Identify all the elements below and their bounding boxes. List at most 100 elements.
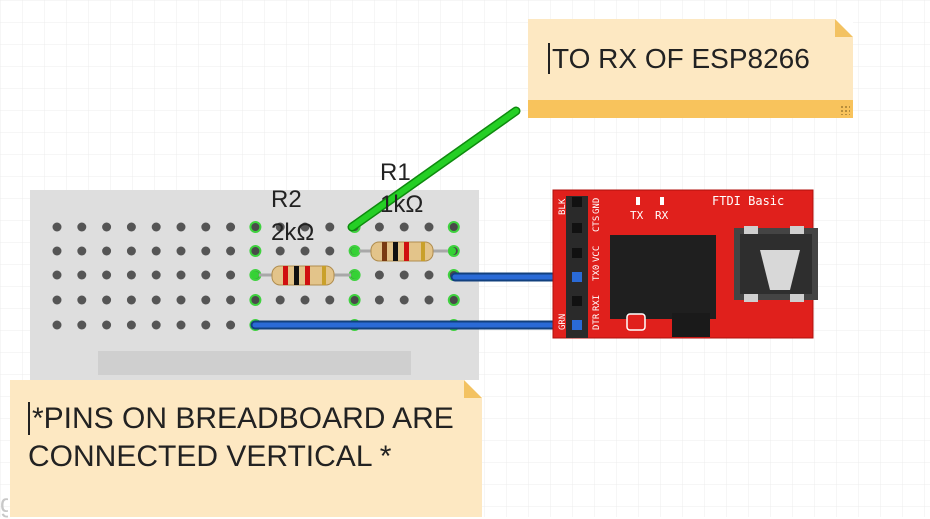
breadboard-hole[interactable] <box>126 270 136 280</box>
breadboard-hole[interactable] <box>249 294 262 306</box>
header-pin[interactable] <box>572 320 582 330</box>
breadboard-hole[interactable] <box>226 270 236 280</box>
text-caret <box>548 43 550 74</box>
header-pin[interactable] <box>572 223 582 233</box>
breadboard-hole[interactable] <box>126 320 136 330</box>
rx-led <box>660 197 664 205</box>
pin-label-tx0: TX0 <box>592 265 602 281</box>
ftdi-usb-connector <box>734 226 818 302</box>
breadboard-hole[interactable] <box>151 246 161 256</box>
pin-label-vcc: VCC <box>592 246 602 262</box>
breadboard-hole[interactable] <box>424 222 434 232</box>
breadboard-hole[interactable] <box>102 320 112 330</box>
breadboard-hole[interactable] <box>325 222 335 232</box>
breadboard-hole[interactable] <box>52 270 62 280</box>
breadboard-hole[interactable] <box>374 270 384 280</box>
breadboard-label-strip <box>98 351 411 375</box>
rx-led-label: RX <box>655 209 669 222</box>
breadboard-hole[interactable] <box>447 221 460 233</box>
pin-label-dtr: DTR <box>592 313 602 330</box>
breadboard-hole[interactable] <box>399 270 409 280</box>
breadboard-hole[interactable] <box>399 222 409 232</box>
breadboard-hole[interactable] <box>102 246 112 256</box>
breadboard-hole[interactable] <box>176 270 186 280</box>
breadboard-hole[interactable] <box>226 222 236 232</box>
resistor-r2[interactable] <box>251 265 359 286</box>
breadboard-hole[interactable] <box>249 245 262 257</box>
breadboard-hole[interactable] <box>77 222 87 232</box>
tx-led-label: TX <box>630 209 644 222</box>
breadboard-hole[interactable] <box>176 295 186 305</box>
breadboard-hole[interactable] <box>226 295 236 305</box>
breadboard-hole[interactable] <box>201 320 211 330</box>
breadboard-hole[interactable] <box>77 320 87 330</box>
note-to-rx[interactable]: TO RX OF ESP8266 <box>528 19 853 118</box>
pin-label-blk: BLK <box>558 198 568 215</box>
breadboard-hole[interactable] <box>300 222 310 232</box>
breadboard-hole[interactable] <box>77 295 87 305</box>
ftdi-header <box>566 196 588 338</box>
pin-label-grn: GRN <box>558 314 568 330</box>
resistor-r1[interactable] <box>351 241 456 262</box>
tx-led <box>636 197 640 205</box>
breadboard-hole[interactable] <box>226 246 236 256</box>
ftdi-regulator <box>672 313 710 337</box>
edge-fragment-text: g <box>0 488 8 518</box>
breadboard-hole[interactable] <box>201 246 211 256</box>
breadboard-hole[interactable] <box>176 320 186 330</box>
breadboard-hole[interactable] <box>52 222 62 232</box>
breadboard-hole[interactable] <box>275 222 285 232</box>
breadboard-hole[interactable] <box>52 246 62 256</box>
breadboard-hole[interactable] <box>102 222 112 232</box>
breadboard-hole[interactable] <box>126 222 136 232</box>
breadboard-hole[interactable] <box>300 246 310 256</box>
breadboard-hole[interactable] <box>325 295 335 305</box>
breadboard-hole[interactable] <box>300 295 310 305</box>
note-fold-icon <box>464 380 482 398</box>
resize-grip-icon[interactable] <box>840 105 850 115</box>
breadboard-hole[interactable] <box>201 295 211 305</box>
breadboard-hole[interactable] <box>226 320 236 330</box>
r1-value-label: 1kΩ <box>380 191 424 218</box>
breadboard-hole[interactable] <box>424 295 434 305</box>
breadboard-hole[interactable] <box>399 295 409 305</box>
breadboard-hole[interactable] <box>447 294 460 306</box>
breadboard[interactable] <box>30 190 479 380</box>
r2-value-label: 2kΩ <box>271 219 315 246</box>
green-wire-highlight <box>349 108 519 230</box>
pin-label-cts: CTS <box>592 216 602 232</box>
breadboard-hole[interactable] <box>275 246 285 256</box>
pin-label-gnd: GND <box>592 198 602 214</box>
breadboard-hole[interactable] <box>126 295 136 305</box>
breadboard-hole[interactable] <box>102 295 112 305</box>
note-footer-bar <box>528 100 853 118</box>
breadboard-hole[interactable] <box>348 294 361 306</box>
note-line-1: *PINS ON BREADBOARD ARE <box>32 402 454 435</box>
breadboard-hole[interactable] <box>77 270 87 280</box>
header-pin[interactable] <box>572 272 582 282</box>
header-pin[interactable] <box>572 248 582 258</box>
header-pin[interactable] <box>572 197 582 207</box>
breadboard-hole[interactable] <box>151 295 161 305</box>
breadboard-hole[interactable] <box>424 270 434 280</box>
breadboard-hole[interactable] <box>374 295 384 305</box>
breadboard-hole[interactable] <box>151 320 161 330</box>
breadboard-hole[interactable] <box>325 246 335 256</box>
breadboard-hole[interactable] <box>77 246 87 256</box>
breadboard-hole[interactable] <box>151 222 161 232</box>
breadboard-hole[interactable] <box>374 222 384 232</box>
breadboard-hole[interactable] <box>201 270 211 280</box>
breadboard-hole[interactable] <box>176 222 186 232</box>
breadboard-hole[interactable] <box>151 270 161 280</box>
breadboard-hole[interactable] <box>201 222 211 232</box>
breadboard-hole[interactable] <box>126 246 136 256</box>
breadboard-hole[interactable] <box>249 221 262 233</box>
header-pin[interactable] <box>572 296 582 306</box>
note-breadboard-pins[interactable]: *PINS ON BREADBOARD ARE CONNECTED VERTIC… <box>10 380 482 517</box>
breadboard-hole[interactable] <box>52 320 62 330</box>
breadboard-hole[interactable] <box>102 270 112 280</box>
breadboard-hole[interactable] <box>176 246 186 256</box>
breadboard-hole[interactable] <box>275 295 285 305</box>
breadboard-hole[interactable] <box>52 295 62 305</box>
